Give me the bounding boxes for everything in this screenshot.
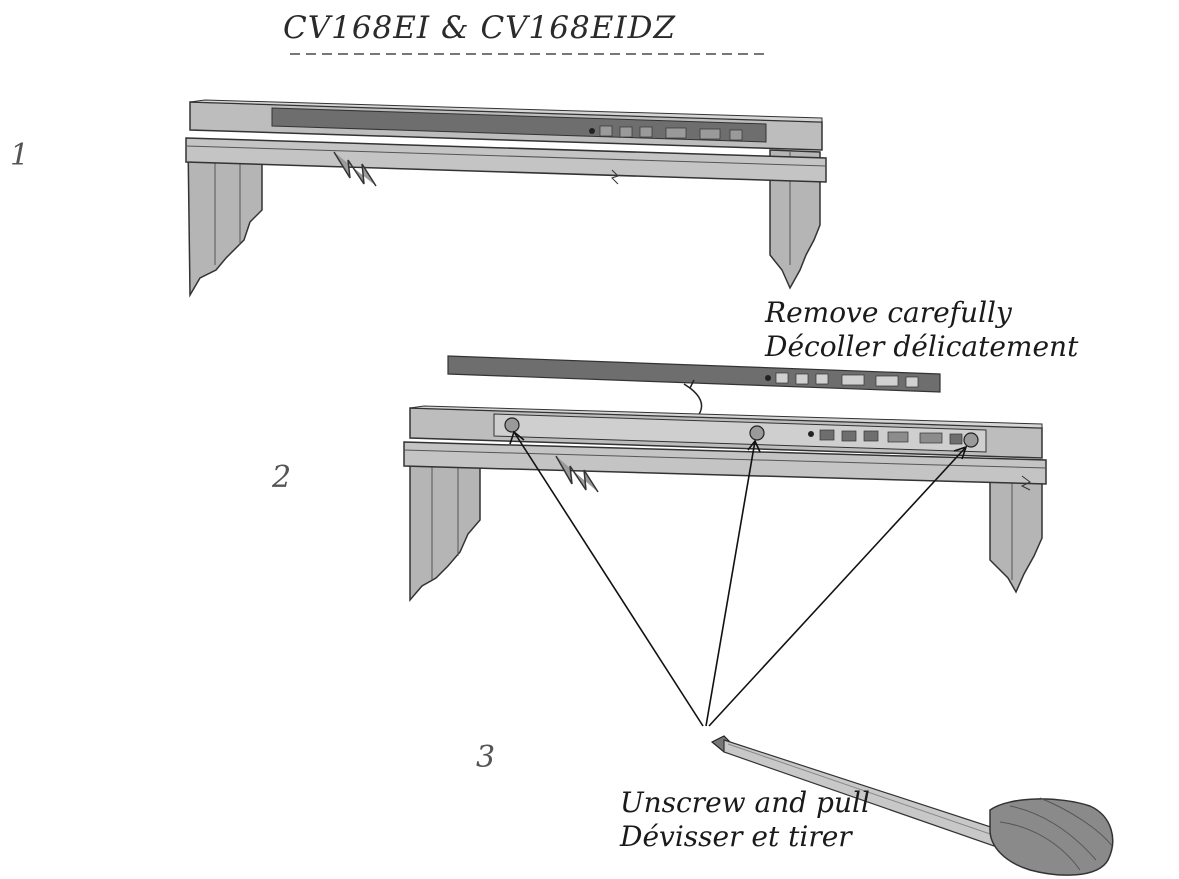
screw-middle (749, 425, 765, 441)
diagram-title: CV168EI & CV168EIDZ (283, 10, 676, 46)
screw-arrows (509, 430, 968, 727)
screw-left (504, 417, 520, 433)
remove-caption-fr: Décoller délicatement (765, 330, 1079, 363)
appliance-step-2 (403, 405, 1047, 603)
appliance-step-1 (185, 99, 827, 298)
screwdriver-icon (710, 735, 1114, 876)
step-number-3: 3 (476, 740, 496, 775)
unscrew-caption-fr: Dévisser et tirer (620, 820, 852, 853)
step-number-2: 2 (272, 460, 292, 495)
step-number-1: 1 (10, 138, 30, 173)
remove-caption-en: Remove carefully (765, 296, 1012, 329)
screw-right (963, 432, 979, 448)
unscrew-caption-en: Unscrew and pull (620, 786, 870, 819)
control-strip-removed (447, 355, 941, 393)
